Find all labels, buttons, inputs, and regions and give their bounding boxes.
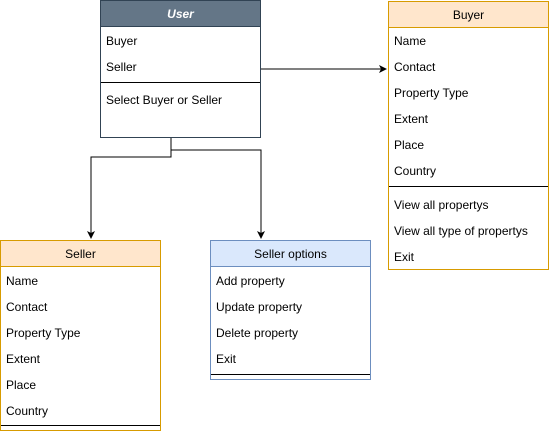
buyer-field-name: Name: [394, 34, 427, 48]
seller-options-divider: [211, 374, 370, 375]
buyer-class-title: Buyer: [389, 2, 548, 28]
user-method-select: Select Buyer or Seller: [106, 93, 223, 107]
seller-class-title: Seller: [1, 241, 160, 267]
seller-field-extent: Extent: [6, 352, 41, 366]
seller-option-update: Update property: [216, 300, 303, 314]
user-divider: [101, 82, 260, 83]
seller-class-box[interactable]: Seller Name Contact Property Type Extent…: [0, 240, 161, 431]
seller-field-contact: Contact: [6, 300, 48, 314]
buyer-method-exit: Exit: [394, 250, 415, 264]
seller-options-title: Seller options: [211, 241, 370, 267]
edge-user-to-seller: [87, 138, 172, 239]
buyer-field-extent: Extent: [394, 112, 429, 126]
edge-user-to-seller-options: [171, 149, 265, 239]
user-class-title: User: [101, 1, 260, 27]
user-field-buyer: Buyer: [106, 34, 138, 48]
buyer-class-box[interactable]: Buyer Name Contact Property Type Extent …: [388, 1, 549, 270]
seller-field-place: Place: [6, 378, 37, 392]
seller-option-add: Add property: [216, 274, 285, 288]
buyer-method-view-types: View all type of propertys: [394, 224, 528, 238]
seller-field-property-type: Property Type: [6, 326, 81, 340]
buyer-field-country: Country: [394, 164, 437, 178]
seller-option-exit: Exit: [216, 352, 237, 366]
user-field-seller: Seller: [106, 60, 137, 74]
buyer-field-property-type: Property Type: [394, 86, 469, 100]
seller-options-box[interactable]: Seller options Add property Update prope…: [210, 240, 371, 380]
seller-option-delete: Delete property: [216, 326, 299, 340]
seller-field-country: Country: [6, 404, 49, 418]
buyer-method-view-all: View all propertys: [394, 198, 489, 212]
buyer-field-place: Place: [394, 138, 425, 152]
buyer-field-contact: Contact: [394, 60, 436, 74]
seller-divider: [1, 425, 160, 426]
buyer-divider: [389, 186, 548, 187]
user-class-box[interactable]: User Buyer Seller Select Buyer or Seller: [100, 0, 261, 138]
seller-field-name: Name: [6, 274, 39, 288]
